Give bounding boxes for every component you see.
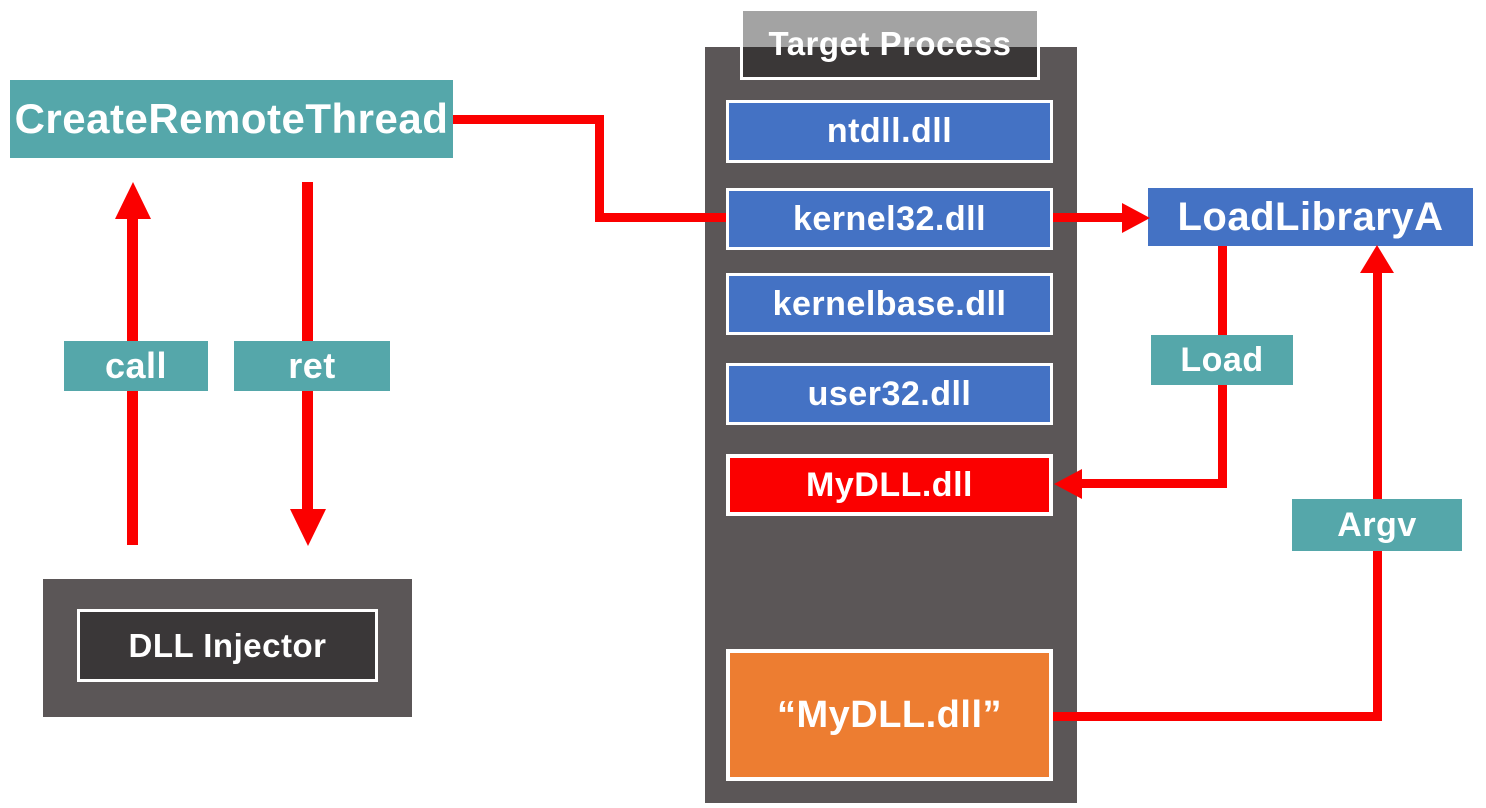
create-remote-thread-box: CreateRemoteThread — [10, 80, 453, 158]
argv-arrowhead-icon — [1360, 245, 1394, 273]
argv-arrow-segment — [1373, 272, 1382, 721]
call-label-box: call — [64, 341, 208, 391]
create-to-kernel32-arrow-segment — [595, 213, 726, 222]
create-to-kernel32-arrow-segment — [453, 115, 600, 124]
dll-injector-box: DLL Injector — [77, 609, 378, 682]
load-arrow-segment — [1081, 479, 1227, 488]
ret-label-box: ret — [234, 341, 390, 391]
loadlibrary-box: LoadLibraryA — [1148, 188, 1473, 246]
module-kernelbase: kernelbase.dll — [726, 273, 1053, 335]
argv-arrow-segment — [1053, 712, 1382, 721]
module-ntdll: ntdll.dll — [726, 100, 1053, 163]
module-user32: user32.dll — [726, 363, 1053, 425]
load-label-box: Load — [1151, 335, 1293, 385]
kernel32-to-loadlibrary-arrowhead-icon — [1122, 203, 1150, 233]
load-arrowhead-icon — [1054, 469, 1082, 499]
kernel32-to-loadlibrary-arrow-shaft — [1053, 213, 1123, 222]
argument-string-box: “MyDLL.dll” — [726, 649, 1053, 781]
target-process-label: Target Process — [740, 8, 1040, 80]
argv-label-box: Argv — [1292, 499, 1462, 551]
module-mydll-injected: MyDLL.dll — [726, 454, 1053, 516]
create-to-kernel32-arrow-segment — [595, 115, 604, 222]
call-arrowhead-icon — [115, 182, 151, 219]
module-kernel32: kernel32.dll — [726, 188, 1053, 250]
ret-arrowhead-icon — [290, 509, 326, 546]
